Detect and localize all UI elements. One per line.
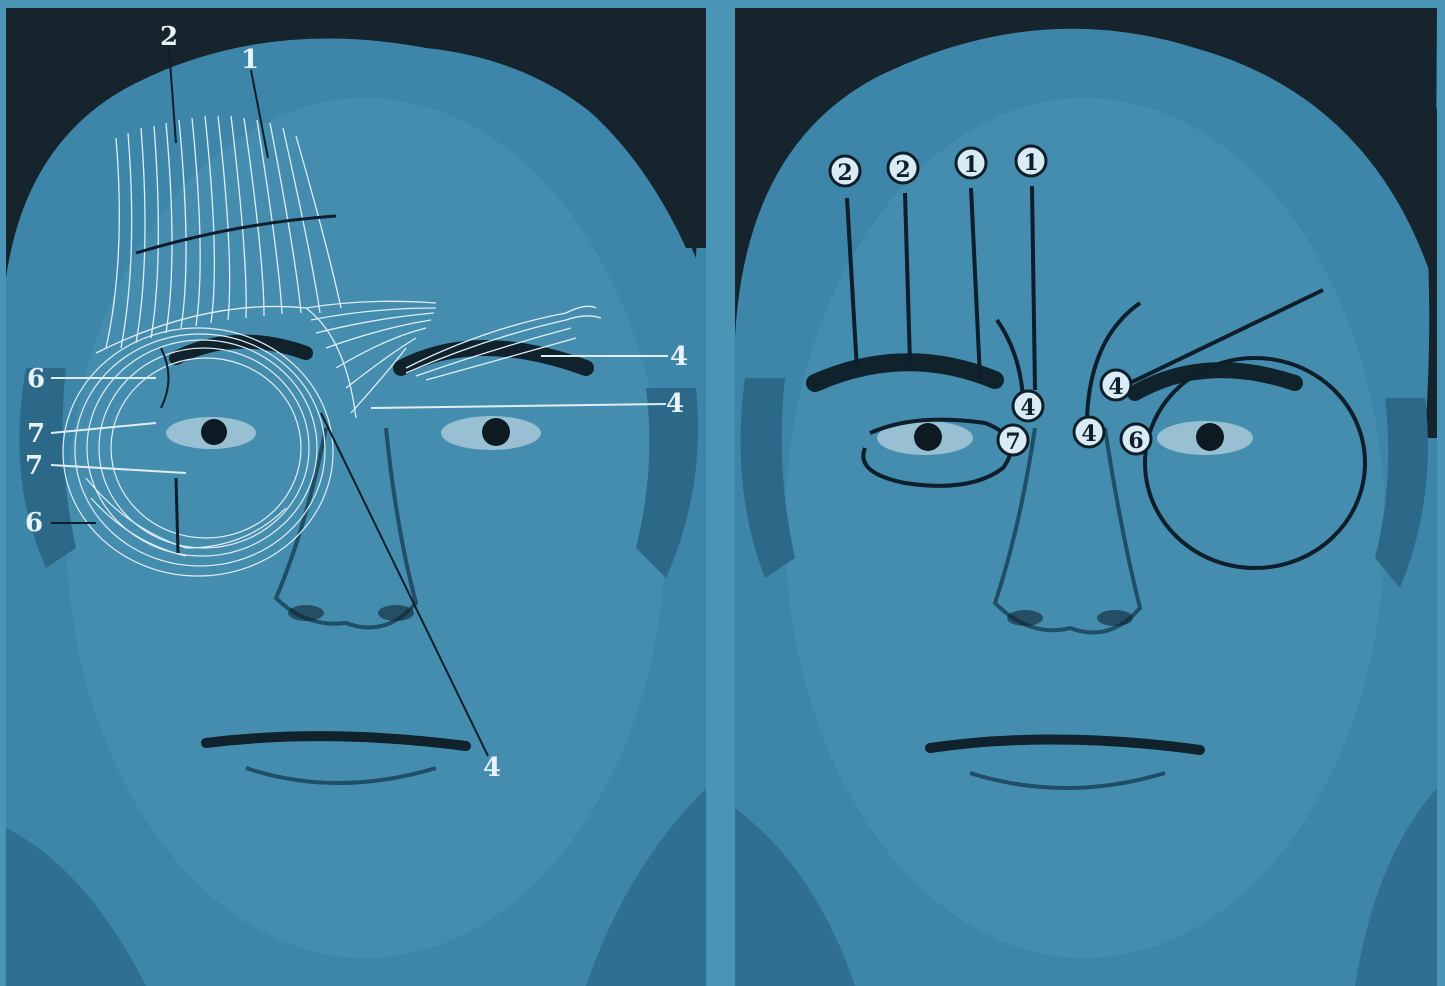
right-face-illustration: 2 2 1 1 4 4 4 7 [735,8,1437,986]
right-face-panel: 2 2 1 1 4 4 4 7 [735,8,1437,986]
marker-7: 7 [998,425,1028,455]
marker-6-label: 6 [1128,428,1143,454]
face-shading [66,98,666,958]
marker-4b-label: 4 [1081,421,1096,447]
nostril-b [1097,610,1133,626]
nostril-a [288,605,324,621]
marker-4a: 4 [1013,391,1043,421]
marker-1a: 1 [956,148,986,178]
label-7-upper: 7 [27,419,45,449]
marker-2a: 2 [830,156,860,186]
marker-1b: 1 [1016,146,1046,176]
marker-4c-label: 4 [1108,374,1123,400]
left-face-panel: 2 1 4 4 4 6 6 7 7 [6,8,706,986]
marker-1a-label: 1 [963,152,978,178]
label-7-lower: 7 [25,451,43,481]
iris-left-side [482,418,510,446]
marker-2a-label: 2 [837,160,852,186]
label-6-lower: 6 [25,508,43,538]
marker-2b: 2 [888,153,918,183]
label-2: 2 [160,22,178,52]
label-4-middle: 4 [666,389,684,419]
label-6-upper: 6 [27,364,45,394]
marker-1b-label: 1 [1023,150,1038,176]
left-face-illustration: 2 1 4 4 4 6 6 7 7 [6,8,706,986]
iris-right-side [201,419,227,445]
orbicularis-divider [176,478,178,553]
label-4-lower: 4 [483,753,501,783]
marker-4b: 4 [1074,417,1104,447]
marker-4c: 4 [1101,370,1131,400]
nostril-a [1007,610,1043,626]
face-shading [785,98,1385,958]
marker-4a-label: 4 [1020,395,1035,421]
label-4-upper: 4 [670,342,688,372]
iris-left-side [1196,423,1224,451]
label-1: 1 [241,45,259,75]
nostril-b [378,605,414,621]
marker-6: 6 [1121,424,1151,454]
marker-7-label: 7 [1005,429,1020,455]
marker-2b-label: 2 [895,157,910,183]
iris-right-side [914,423,942,451]
